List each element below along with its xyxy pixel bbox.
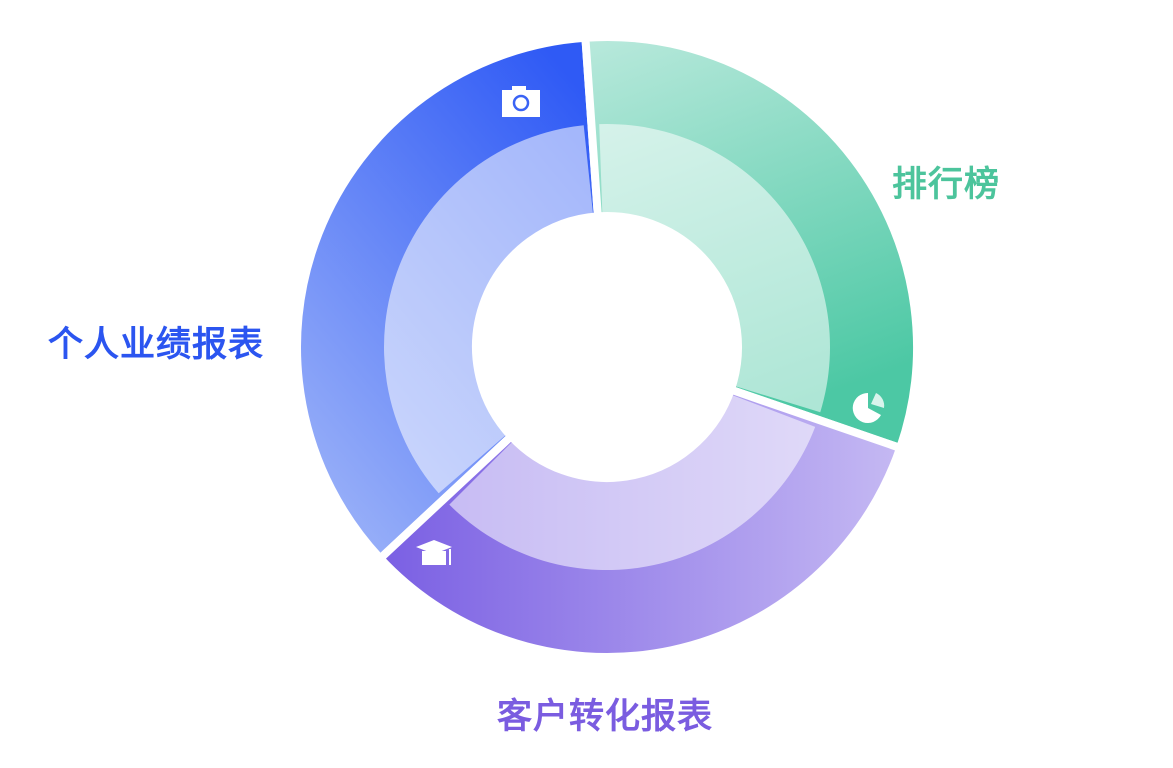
label-leaderboard: 排行榜 <box>892 165 1001 205</box>
center-hole <box>476 216 738 478</box>
segment-personal-performance-inner-band <box>383 125 594 494</box>
segment-customer-conversion-inner-band <box>449 393 816 570</box>
segment-leaderboard-inner-band <box>599 124 831 413</box>
label-personal-performance-report: 个人业绩报表 <box>48 325 265 365</box>
graduation-cap-icon <box>416 540 452 565</box>
camera-icon <box>502 86 540 117</box>
pie-chart-icon <box>852 392 885 423</box>
label-customer-conversion-report: 客户转化报表 <box>497 697 714 737</box>
